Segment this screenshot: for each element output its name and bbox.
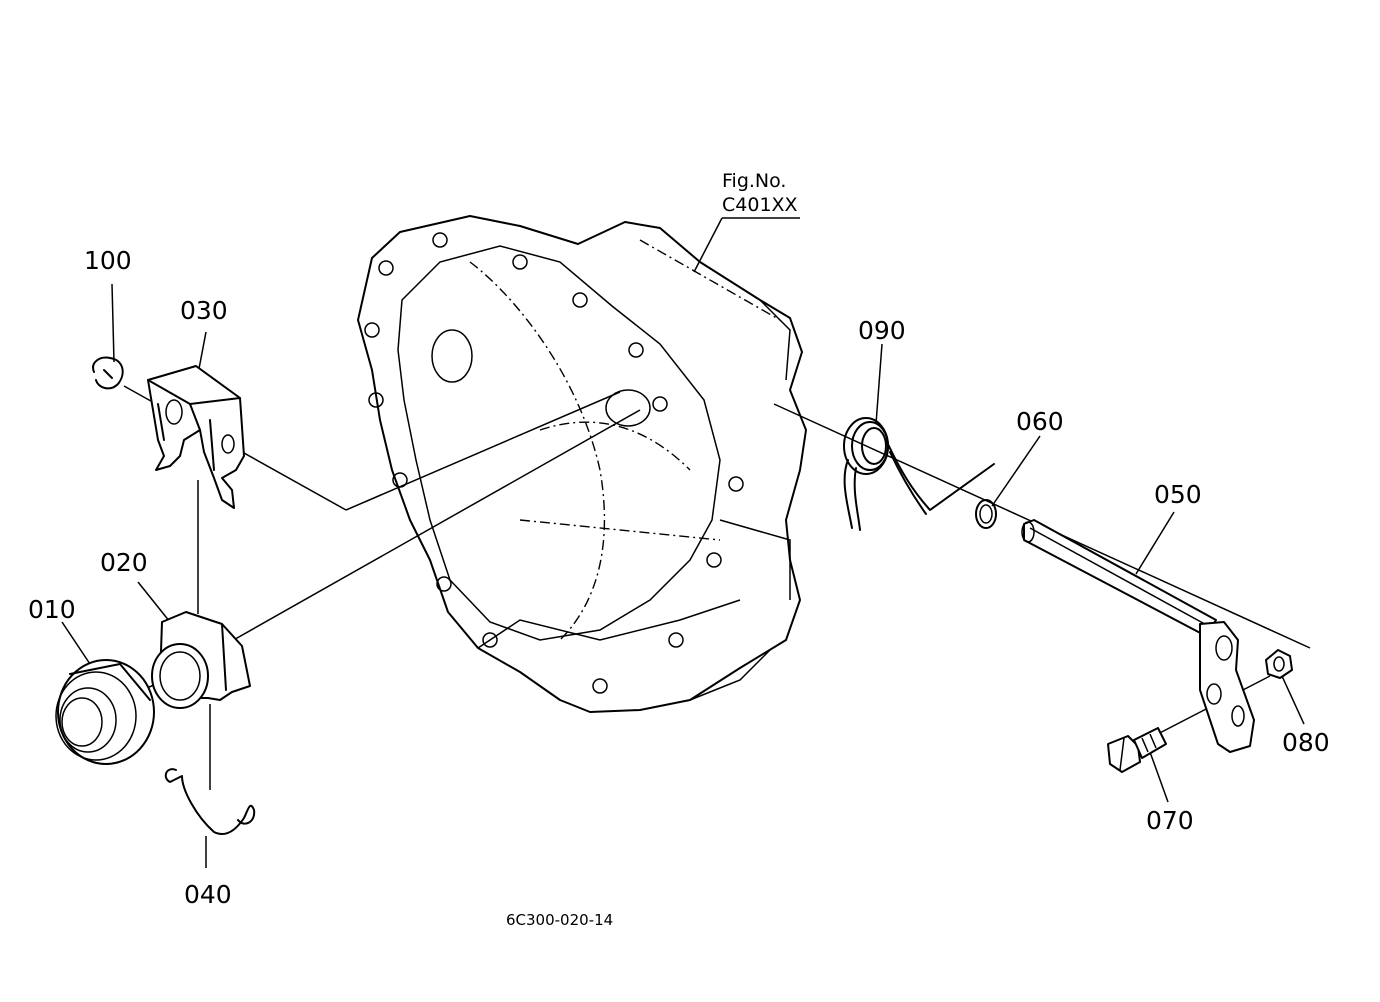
figure-reference-line2: C401XX xyxy=(722,193,798,216)
part-010-release-bearing xyxy=(55,659,155,765)
part-060-o-ring xyxy=(975,499,997,529)
part-030-release-fork xyxy=(147,365,245,509)
callout-020: 020 xyxy=(100,548,148,577)
callout-030: 030 xyxy=(180,296,228,325)
part-080-nut xyxy=(1265,649,1293,679)
callout-080: 080 xyxy=(1282,728,1330,757)
part-090-torsion-spring xyxy=(843,417,995,531)
clutch-housing xyxy=(357,215,807,713)
drawing-code: 6C300-020-14 xyxy=(506,911,614,929)
part-070-bolt xyxy=(1107,727,1167,773)
callout-060: 060 xyxy=(1016,407,1064,436)
callout-090: 090 xyxy=(858,316,906,345)
figure-reference: Fig.No. C401XX xyxy=(722,170,798,218)
part-100-snap-ring xyxy=(92,356,124,390)
callout-100: 100 xyxy=(84,246,132,275)
callout-010: 010 xyxy=(28,595,76,624)
figure-reference-line1: Fig.No. xyxy=(722,170,787,192)
callout-040: 040 xyxy=(184,880,232,909)
part-040-retaining-spring xyxy=(164,768,256,836)
callout-070: 070 xyxy=(1146,806,1194,835)
callout-050: 050 xyxy=(1154,480,1202,509)
part-020-release-hub xyxy=(151,611,251,709)
part-050-release-shaft xyxy=(1021,519,1255,753)
